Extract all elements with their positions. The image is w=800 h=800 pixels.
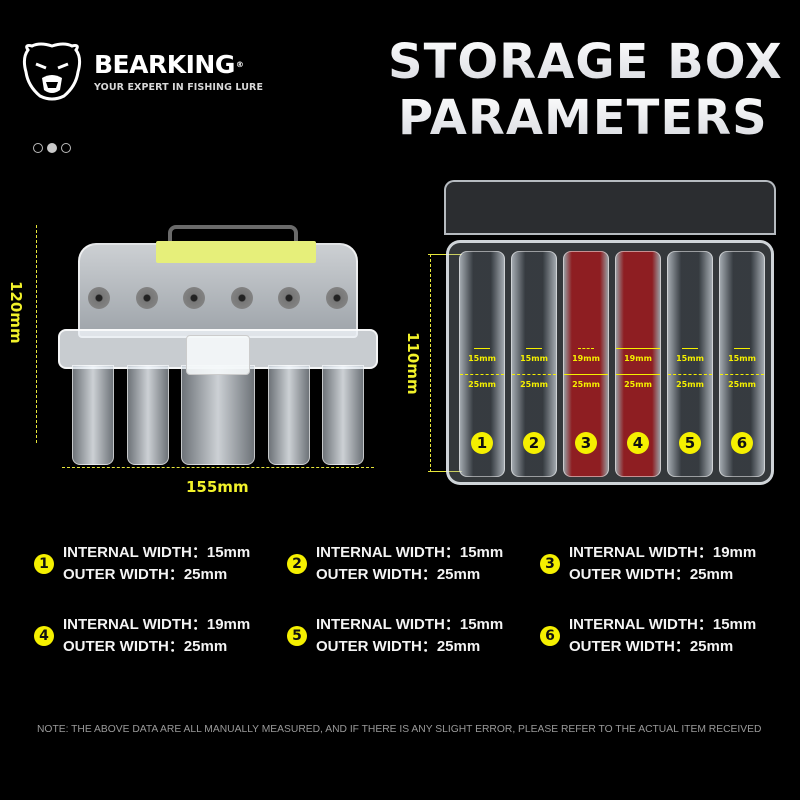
number-badge: 3: [540, 554, 560, 574]
base-slot: [181, 365, 255, 465]
box-front-view: [58, 225, 378, 470]
number-badge: 5: [287, 626, 307, 646]
base-slot: [322, 365, 364, 465]
box-latch: [186, 335, 250, 375]
outer-width: OUTER WIDTH：25mm: [316, 566, 481, 583]
outer-width: OUTER WIDTH：25mm: [63, 566, 228, 583]
internal-width: INTERNAL WIDTH：15mm: [63, 544, 251, 561]
outer-width: OUTER WIDTH：25mm: [569, 638, 734, 655]
box-tray: 15mm 25mm 1 15mm 25mm 2 19mm 25mm 3 19mm…: [446, 240, 774, 485]
title-line-2: PARAMETERS: [388, 90, 788, 146]
depth-dimension-line: [430, 254, 431, 472]
outer-width: OUTER WIDTH：25mm: [569, 566, 734, 583]
width-dimension-label: 155mm: [186, 478, 249, 496]
depth-dimension-label: 110mm: [404, 332, 422, 395]
rivet-icon: [278, 287, 301, 309]
internal-width: INTERNAL WIDTH：15mm: [316, 616, 504, 633]
internal-width: INTERNAL WIDTH：19mm: [63, 616, 251, 633]
carousel-dot-active[interactable]: [47, 143, 57, 153]
depth-dimension-tick-bottom: [428, 471, 462, 472]
compartment-number: 2: [523, 432, 545, 454]
internal-width: INTERNAL WIDTH：15mm: [569, 616, 757, 633]
compartment-5: 15mm 25mm 5: [667, 251, 713, 477]
height-dimension-label: 120mm: [7, 281, 25, 344]
box-handle: [168, 225, 298, 247]
internal-width: INTERNAL WIDTH：15mm: [316, 544, 504, 561]
rivet-icon: [230, 287, 253, 309]
number-badge: 4: [34, 626, 54, 646]
box-base: [72, 365, 364, 465]
base-slot: [126, 365, 169, 465]
number-badge: 6: [540, 626, 560, 646]
compartment-number: 6: [731, 432, 753, 454]
compartment-4: 19mm 25mm 4: [615, 251, 661, 477]
page-title: STORAGE BOX PARAMETERS: [388, 34, 788, 146]
outer-width: OUTER WIDTH：25mm: [63, 638, 228, 655]
title-line-1: STORAGE BOX: [388, 34, 788, 90]
disclaimer-note: NOTE: THE ABOVE DATA ARE ALL MANUALLY ME…: [37, 724, 762, 735]
bear-head-icon: [20, 42, 84, 102]
outer-width: OUTER WIDTH：25mm: [316, 638, 481, 655]
brand-name: BEARKING®: [94, 49, 244, 79]
compartment-number: 3: [575, 432, 597, 454]
number-badge: 2: [287, 554, 307, 574]
box-label-sticker: [156, 241, 316, 263]
height-dimension-line: [36, 225, 37, 443]
rivet-icon: [88, 287, 110, 309]
compartment-number: 4: [627, 432, 649, 454]
compartment-number: 1: [471, 432, 493, 454]
carousel-dot[interactable]: [33, 143, 43, 153]
brand-logo: BEARKING® YOUR EXPERT IN FISHING LURE: [20, 42, 263, 102]
internal-width: INTERNAL WIDTH：19mm: [569, 544, 757, 561]
carousel-dots: [33, 143, 71, 153]
brand-tagline: YOUR EXPERT IN FISHING LURE: [94, 81, 264, 93]
depth-dimension-tick-top: [428, 254, 462, 255]
compartment-2: 15mm 25mm 2: [511, 251, 557, 477]
box-top-view: 15mm 25mm 1 15mm 25mm 2 19mm 25mm 3 19mm…: [440, 180, 780, 490]
compartment-number: 5: [679, 432, 701, 454]
compartment-3: 19mm 25mm 3: [563, 251, 609, 477]
compartment-6: 15mm 25mm 6: [719, 251, 765, 477]
rivet-row: [88, 287, 348, 309]
rivet-icon: [325, 287, 348, 309]
rivet-icon: [183, 287, 206, 309]
compartment-1: 15mm 25mm 1: [459, 251, 505, 477]
base-slot: [72, 365, 114, 465]
carousel-dot[interactable]: [61, 143, 71, 153]
number-badge: 1: [34, 554, 54, 574]
base-slot: [267, 365, 310, 465]
open-lid: [444, 180, 776, 235]
rivet-icon: [135, 287, 158, 309]
width-dimension-line: [62, 467, 374, 468]
